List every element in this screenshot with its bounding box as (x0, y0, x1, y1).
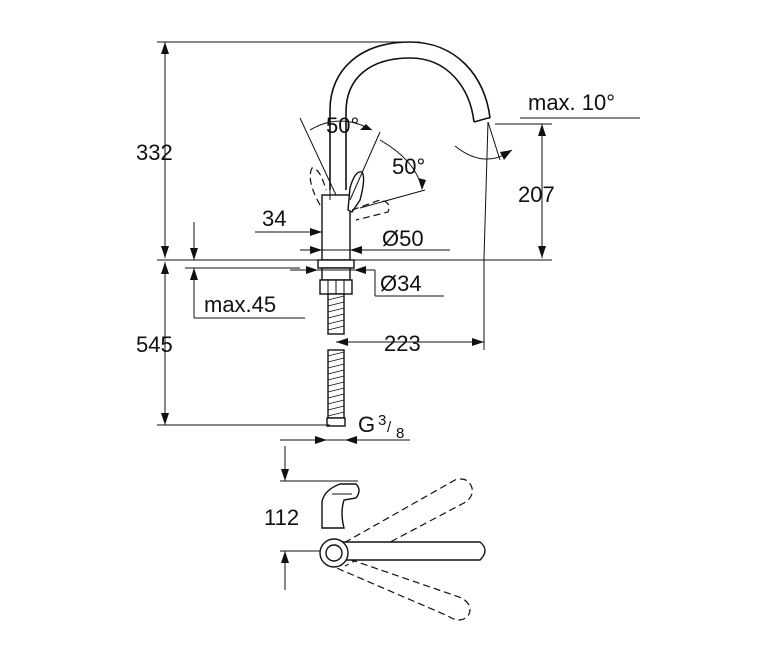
spout-tip (473, 117, 490, 123)
arrowhead (418, 178, 426, 190)
deck-thickness-label: max.45 (204, 292, 276, 317)
hose-fitting (326, 417, 346, 427)
lever-depth-label: 112 (264, 505, 299, 530)
arrowhead (310, 228, 322, 236)
arrowhead (281, 469, 289, 481)
arrowhead (161, 246, 169, 258)
spout-top-view (335, 541, 486, 561)
lever-offset-label: 34 (262, 206, 286, 231)
spout-alt-lower (331, 555, 471, 621)
faucet-base-inner (325, 544, 343, 562)
arrowhead (360, 124, 372, 130)
spout-reach-label: 223 (384, 331, 421, 356)
hose-upper-braid (327, 295, 345, 331)
lever-angle-side-label: 50° (392, 154, 425, 179)
arrowhead (310, 246, 322, 254)
arrowhead (161, 413, 169, 425)
lever-alt-front (351, 199, 390, 221)
arrowhead (538, 246, 546, 258)
angle-line-right (349, 131, 381, 201)
spout-inner (345, 57, 475, 190)
lever-handle (347, 171, 365, 213)
connection-thread-label: G (358, 412, 375, 437)
arrowhead (306, 266, 318, 274)
angle-line-left (299, 117, 337, 196)
arrowhead (500, 150, 512, 160)
arrowhead (538, 124, 546, 136)
below-deck-label: 545 (136, 332, 173, 357)
hose-lower-braid (327, 351, 345, 417)
arrowhead (161, 262, 169, 274)
arrowhead (350, 246, 362, 254)
angle-line-side (359, 189, 426, 209)
hole-diameter-label: Ø34 (380, 271, 422, 296)
spout-outer (329, 41, 491, 190)
side-view: 332 50° 50° max. 10° (136, 41, 640, 444)
connection-size-slash: / (387, 419, 392, 436)
connection-size-numerator: 3 (378, 412, 386, 429)
arrowhead (281, 551, 289, 563)
spout-tilt-label: max. 10° (528, 90, 615, 115)
arrowhead (336, 338, 348, 346)
total-height-label: 332 (136, 140, 173, 165)
arrowhead (190, 268, 198, 280)
arrowhead (472, 338, 484, 346)
lever-alt-back (309, 167, 327, 206)
arrowhead (190, 248, 198, 260)
arrowhead (345, 436, 357, 444)
spout-height-label: 207 (518, 182, 555, 207)
lever-top-view (321, 483, 360, 529)
spout-alt-upper (334, 478, 473, 567)
spout-tilt-line (487, 121, 501, 161)
mounting-washer (317, 259, 355, 269)
spout-axis-line (483, 121, 489, 259)
arrowhead (354, 266, 366, 274)
arrowhead (161, 42, 169, 54)
connection-size-denominator: 8 (396, 425, 404, 442)
arrowhead (315, 436, 327, 444)
body-diameter-label: Ø50 (382, 226, 424, 251)
top-view: 112 (264, 446, 486, 621)
lever-angle-top-label: 50° (326, 113, 359, 138)
